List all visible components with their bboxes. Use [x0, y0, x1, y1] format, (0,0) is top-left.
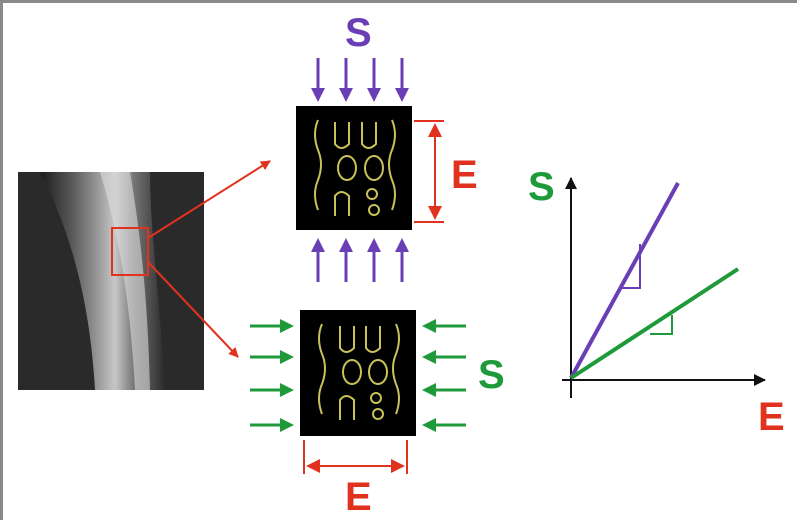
strain-label-horizontal: E: [345, 475, 372, 519]
graph-x-label: E: [758, 395, 785, 439]
stress-label-top: S: [345, 11, 372, 55]
trabecular-bone-cube-bottom: [300, 310, 416, 436]
strain-dimension-vertical: [414, 120, 444, 223]
slope-triangle-purple: [620, 244, 641, 289]
vertical-load-arrows-top: [311, 58, 409, 102]
strain-label-vertical: E: [451, 153, 478, 197]
roi-box: [111, 227, 149, 276]
stress-strain-graph: [562, 177, 766, 398]
strain-dimension-horizontal: [303, 440, 408, 474]
trabecular-bone-cube-top: [296, 106, 412, 230]
vertical-loading-line: [569, 182, 680, 379]
vertical-load-arrows-bottom: [311, 238, 409, 282]
horizontal-load-arrows-left: [250, 319, 294, 432]
stress-label-side: S: [478, 353, 505, 397]
slope-triangle-green: [650, 315, 673, 335]
horizontal-load-arrows-right: [422, 319, 466, 432]
pointer-arrow-top: [147, 160, 271, 239]
bone-xray-image: [18, 172, 204, 390]
graph-y-label: S: [528, 165, 555, 209]
pointer-arrow-bottom: [147, 261, 239, 358]
horizontal-loading-line: [569, 267, 740, 380]
